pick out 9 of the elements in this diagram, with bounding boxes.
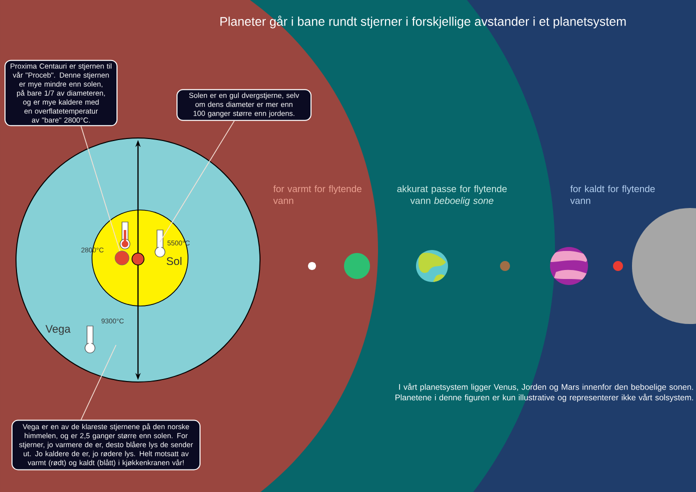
zone-label: for kaldt for flytende vann — [570, 185, 655, 204]
zone-label: for varmt for flytende vann — [273, 185, 362, 204]
zone-label: akkurat passe for flytende vann beboelig sone — [397, 185, 507, 206]
leader-line — [160, 120, 235, 242]
note-text: I vårt planetsystem ligger Venus, Jorden og Mars innenfor den beboelige sonen. Planetene i denne figuren er kun illustrative og representerer ikke vårt solsystem. — [396, 383, 693, 402]
leader-line — [80, 344, 116, 420]
leader-line — [80, 126, 120, 252]
star-name: Vega — [46, 325, 71, 335]
star-name: Sol — [166, 256, 182, 266]
